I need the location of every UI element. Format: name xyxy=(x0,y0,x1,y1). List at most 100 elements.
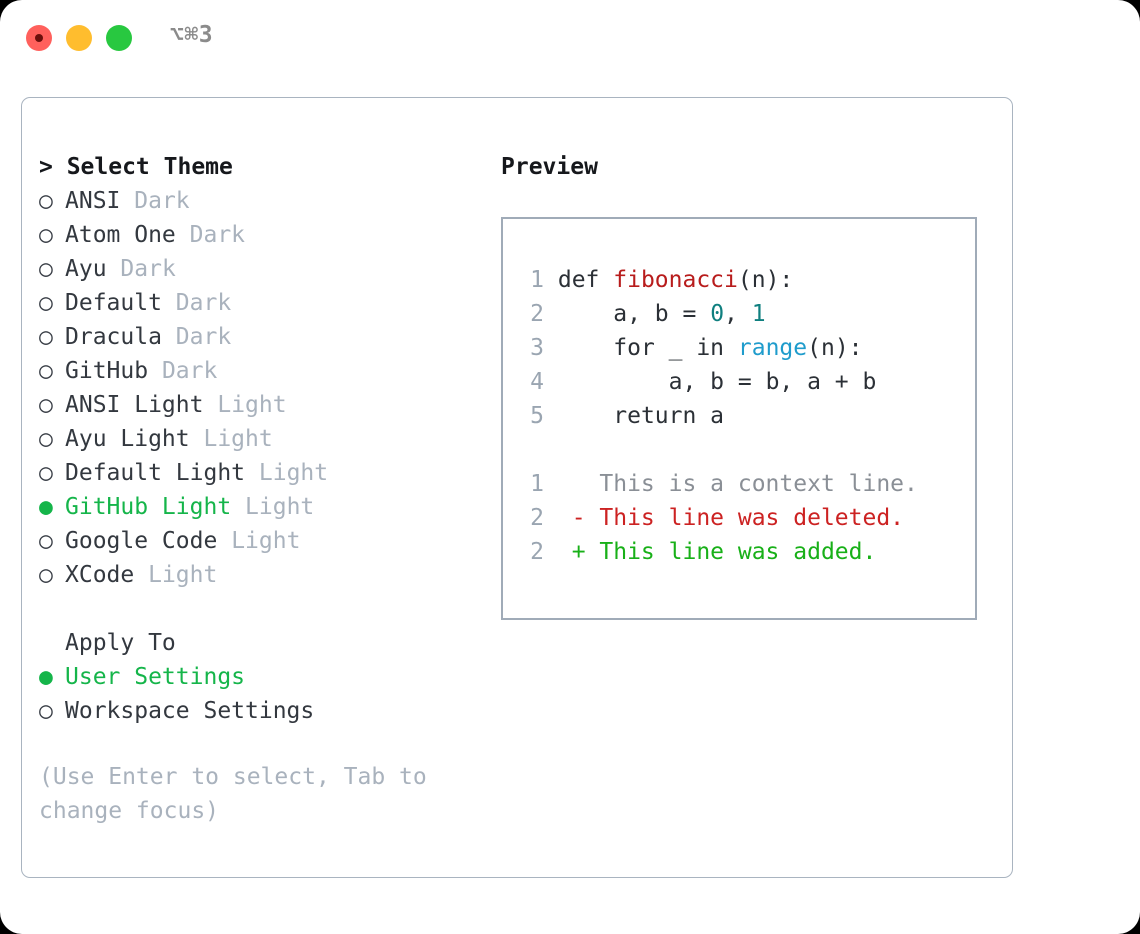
radio-unselected-icon[interactable]: ○ xyxy=(39,562,53,588)
code-gutter-gap xyxy=(544,335,558,361)
title-bar: ⌥⌘3 xyxy=(0,0,1140,78)
theme-list-item[interactable]: ○Default Dark xyxy=(39,286,479,320)
code-line-number: 1 xyxy=(530,267,544,293)
theme-variant-tag: Light xyxy=(258,460,329,486)
radio-selected-icon[interactable]: ● xyxy=(39,664,53,690)
theme-name: Default xyxy=(65,290,162,316)
diff-line-number: 2 xyxy=(530,539,544,565)
code-line: 2 a, b = 0, 1 xyxy=(520,297,918,331)
theme-variant-tag: Dark xyxy=(175,324,232,350)
preview-column: Preview 1 def fibonacci(n):2 a, b = 0, 1… xyxy=(501,150,991,620)
maximize-button[interactable] xyxy=(106,25,132,51)
diff-line: 2 - This line was deleted. xyxy=(520,501,918,535)
diff-line-number: 2 xyxy=(530,505,544,531)
code-line: 4 a, b = b, a + b xyxy=(520,365,918,399)
radio-unselected-icon[interactable]: ○ xyxy=(39,698,53,724)
code-token: (n): xyxy=(807,335,863,361)
main-panel: > Select Theme ○ANSI Dark○Atom One Dark○… xyxy=(21,97,1013,878)
theme-variant-tag: Light xyxy=(148,562,218,588)
theme-list-item[interactable]: ○Atom One Dark xyxy=(39,218,479,252)
code-line-number: 3 xyxy=(530,335,544,361)
code-line: 1 def fibonacci(n): xyxy=(520,263,918,297)
close-button[interactable] xyxy=(26,25,52,51)
code-token: for _ in xyxy=(557,335,738,361)
radio-unselected-icon[interactable]: ○ xyxy=(39,392,53,418)
code-token: 0 xyxy=(710,301,725,327)
theme-list-item[interactable]: ○ Default Light Light xyxy=(39,456,479,490)
theme-variant-tag: Dark xyxy=(161,358,218,384)
theme-variant-tag: Dark xyxy=(120,256,176,282)
code-line-number: 4 xyxy=(530,369,544,395)
diff-text: This line was added. xyxy=(599,539,877,565)
radio-unselected-icon[interactable]: ○ xyxy=(39,528,53,554)
radio-unselected-icon[interactable]: ○ xyxy=(39,426,53,452)
apply-to-title-indent xyxy=(39,626,65,660)
diff-line-number: 1 xyxy=(530,471,544,497)
code-token: (n): xyxy=(737,267,794,293)
theme-variant-tag: Light xyxy=(231,528,301,554)
apply-to-label: Workspace Settings xyxy=(65,698,315,724)
theme-name: Default Light xyxy=(65,460,246,486)
theme-picker-header: > Select Theme xyxy=(39,154,233,180)
window-controls xyxy=(26,25,132,51)
apply-to-label: User Settings xyxy=(65,664,246,690)
theme-name: XCode xyxy=(65,562,135,588)
apply-to-option[interactable]: ○ Workspace Settings xyxy=(39,694,479,728)
code-line: 5 return a xyxy=(520,399,918,433)
theme-name: Dracula xyxy=(65,324,162,350)
code-gutter-gap xyxy=(544,267,558,293)
apply-to-title: Apply To xyxy=(39,626,479,660)
minimize-button[interactable] xyxy=(66,25,92,51)
theme-list-item[interactable]: ○ANSI Dark xyxy=(39,184,479,218)
theme-variant-tag: Dark xyxy=(189,222,246,248)
theme-name: Ayu Light xyxy=(65,426,190,452)
theme-name: GitHub Light xyxy=(65,494,232,520)
code-gutter-gap xyxy=(544,403,558,429)
radio-unselected-icon[interactable]: ○ xyxy=(39,222,53,248)
radio-unselected-icon[interactable]: ○ xyxy=(39,460,53,486)
code-line: 3 for _ in range(n): xyxy=(520,331,918,365)
theme-name: GitHub xyxy=(65,358,149,384)
theme-list-item[interactable]: ○ANSI Light Light xyxy=(39,388,479,422)
theme-list-item[interactable]: ○ XCode Light xyxy=(39,558,479,592)
theme-list-item[interactable]: ○ Dracula Dark xyxy=(39,320,479,354)
code-token: range xyxy=(737,335,808,361)
section-spacer xyxy=(39,592,479,626)
diff-line: 1 This is a context line. xyxy=(520,467,918,501)
code-token: a, b = xyxy=(557,301,711,327)
code-line-number: 5 xyxy=(530,403,544,429)
theme-list-item[interactable]: ○ Ayu Dark xyxy=(39,252,479,286)
radio-unselected-icon[interactable]: ○ xyxy=(39,358,53,384)
theme-list-item[interactable]: ○Ayu Light Light xyxy=(39,422,479,456)
radio-unselected-icon[interactable]: ○ xyxy=(39,256,53,282)
theme-name: ANSI Light xyxy=(65,392,204,418)
theme-variant-tag: Light xyxy=(245,494,315,520)
keyboard-hint: (Use Enter to select, Tab to change focu… xyxy=(39,764,427,824)
preview-title: Preview xyxy=(501,154,598,180)
radio-unselected-icon[interactable]: ○ xyxy=(39,290,53,316)
keyboard-shortcut-label: ⌥⌘3 xyxy=(170,22,214,48)
radio-unselected-icon[interactable]: ○ xyxy=(39,324,53,350)
code-blank-line xyxy=(520,433,918,467)
code-token: fibonacci xyxy=(613,267,738,293)
theme-list-item[interactable]: ● GitHub Light Light xyxy=(39,490,479,524)
diff-text: This is a context line. xyxy=(599,471,918,497)
diff-line: 2 + This line was added. xyxy=(520,535,918,569)
theme-list-item[interactable]: ○ Google Code Light xyxy=(39,524,479,558)
apply-to-option[interactable]: ● User Settings xyxy=(39,660,479,694)
theme-name: Ayu xyxy=(65,256,107,282)
code-line-number: 2 xyxy=(530,301,544,327)
code-token: , xyxy=(724,301,752,327)
radio-unselected-icon[interactable]: ○ xyxy=(39,188,53,214)
code-token: 1 xyxy=(751,301,766,327)
diff-marker: + xyxy=(544,539,600,565)
theme-name: Google Code xyxy=(65,528,218,554)
apply-to-list: ● User Settings ○ Workspace Settings xyxy=(39,660,479,728)
code-gutter-gap xyxy=(544,301,558,327)
theme-list-item[interactable]: ○ GitHub Dark xyxy=(39,354,479,388)
theme-name: ANSI xyxy=(65,188,121,214)
radio-selected-icon[interactable]: ● xyxy=(39,494,53,520)
